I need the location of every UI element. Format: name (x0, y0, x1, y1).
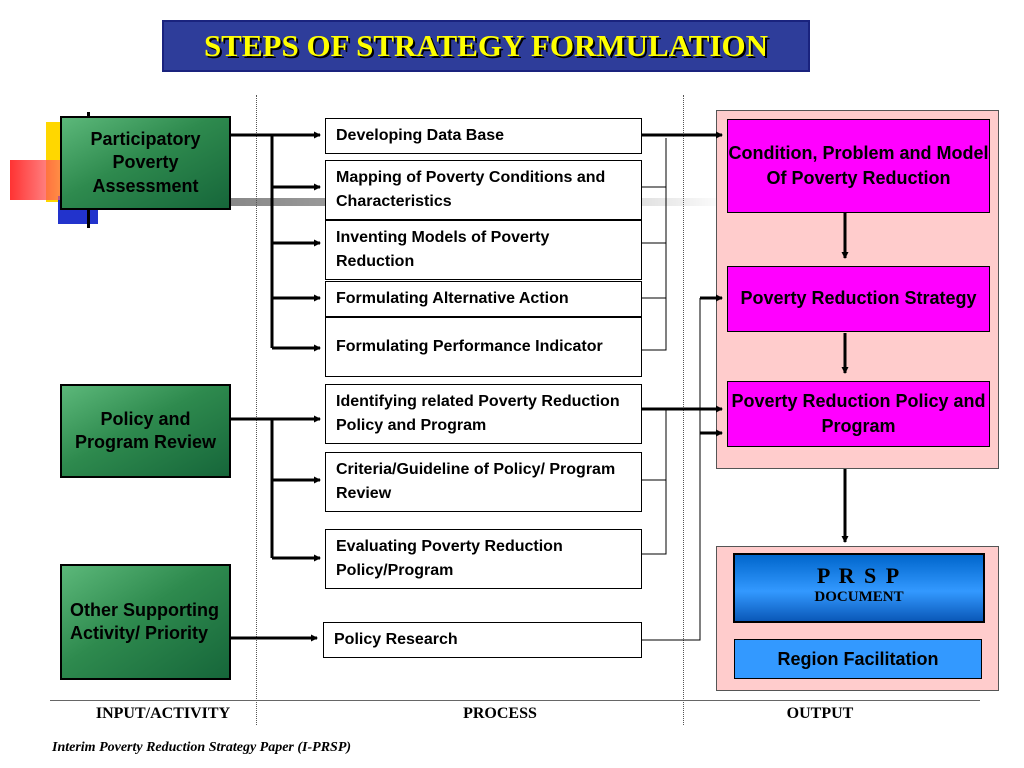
divider-left (256, 95, 257, 725)
bottom-rule (50, 700, 980, 701)
footer-caption: Interim Poverty Reduction Strategy Paper… (52, 740, 352, 755)
process-evaluating-policy: Evaluating Poverty Reduction Policy/Prog… (325, 529, 642, 589)
process-formulating-alternative-action: Formulating Alternative Action (325, 281, 642, 317)
process-developing-data-base: Developing Data Base (325, 118, 642, 154)
prsp-subtitle: DOCUMENT (814, 589, 904, 605)
prsp-document: P R S P DOCUMENT (733, 553, 985, 623)
process-identifying-policy-program: Identifying related Poverty Reduction Po… (325, 384, 642, 444)
process-policy-research: Policy Research (323, 622, 642, 658)
process-inventing-models: Inventing Models of Poverty Reduction (325, 220, 642, 280)
process-formulating-performance-indicator: Formulating Performance Indicator (325, 317, 642, 377)
output-condition-problem-model: Condition, Problem and Model Of Poverty … (727, 119, 990, 213)
input-policy-program-review: Policy and Program Review (60, 384, 231, 478)
page-title: STEPS OF STRATEGY FORMULATION (162, 20, 810, 72)
column-label-input: INPUT/ACTIVITY (95, 705, 231, 722)
process-mapping-poverty-conditions: Mapping of Poverty Conditions and Charac… (325, 160, 642, 220)
prsp-title: P R S P (816, 563, 902, 588)
region-facilitation: Region Facilitation (734, 639, 982, 679)
output-poverty-reduction-policy: Poverty Reduction Policy and Program (727, 381, 990, 447)
output-poverty-reduction-strategy: Poverty Reduction Strategy (727, 266, 990, 332)
process-criteria-guideline: Criteria/Guideline of Policy/ Program Re… (325, 452, 642, 512)
input-other-supporting-activity: Other Supporting Activity/ Priority (60, 564, 231, 680)
column-label-output: OUTPUT (786, 705, 854, 722)
input-participatory-poverty-assessment: Participatory Poverty Assessment (60, 116, 231, 210)
column-label-process: PROCESS (463, 705, 537, 722)
